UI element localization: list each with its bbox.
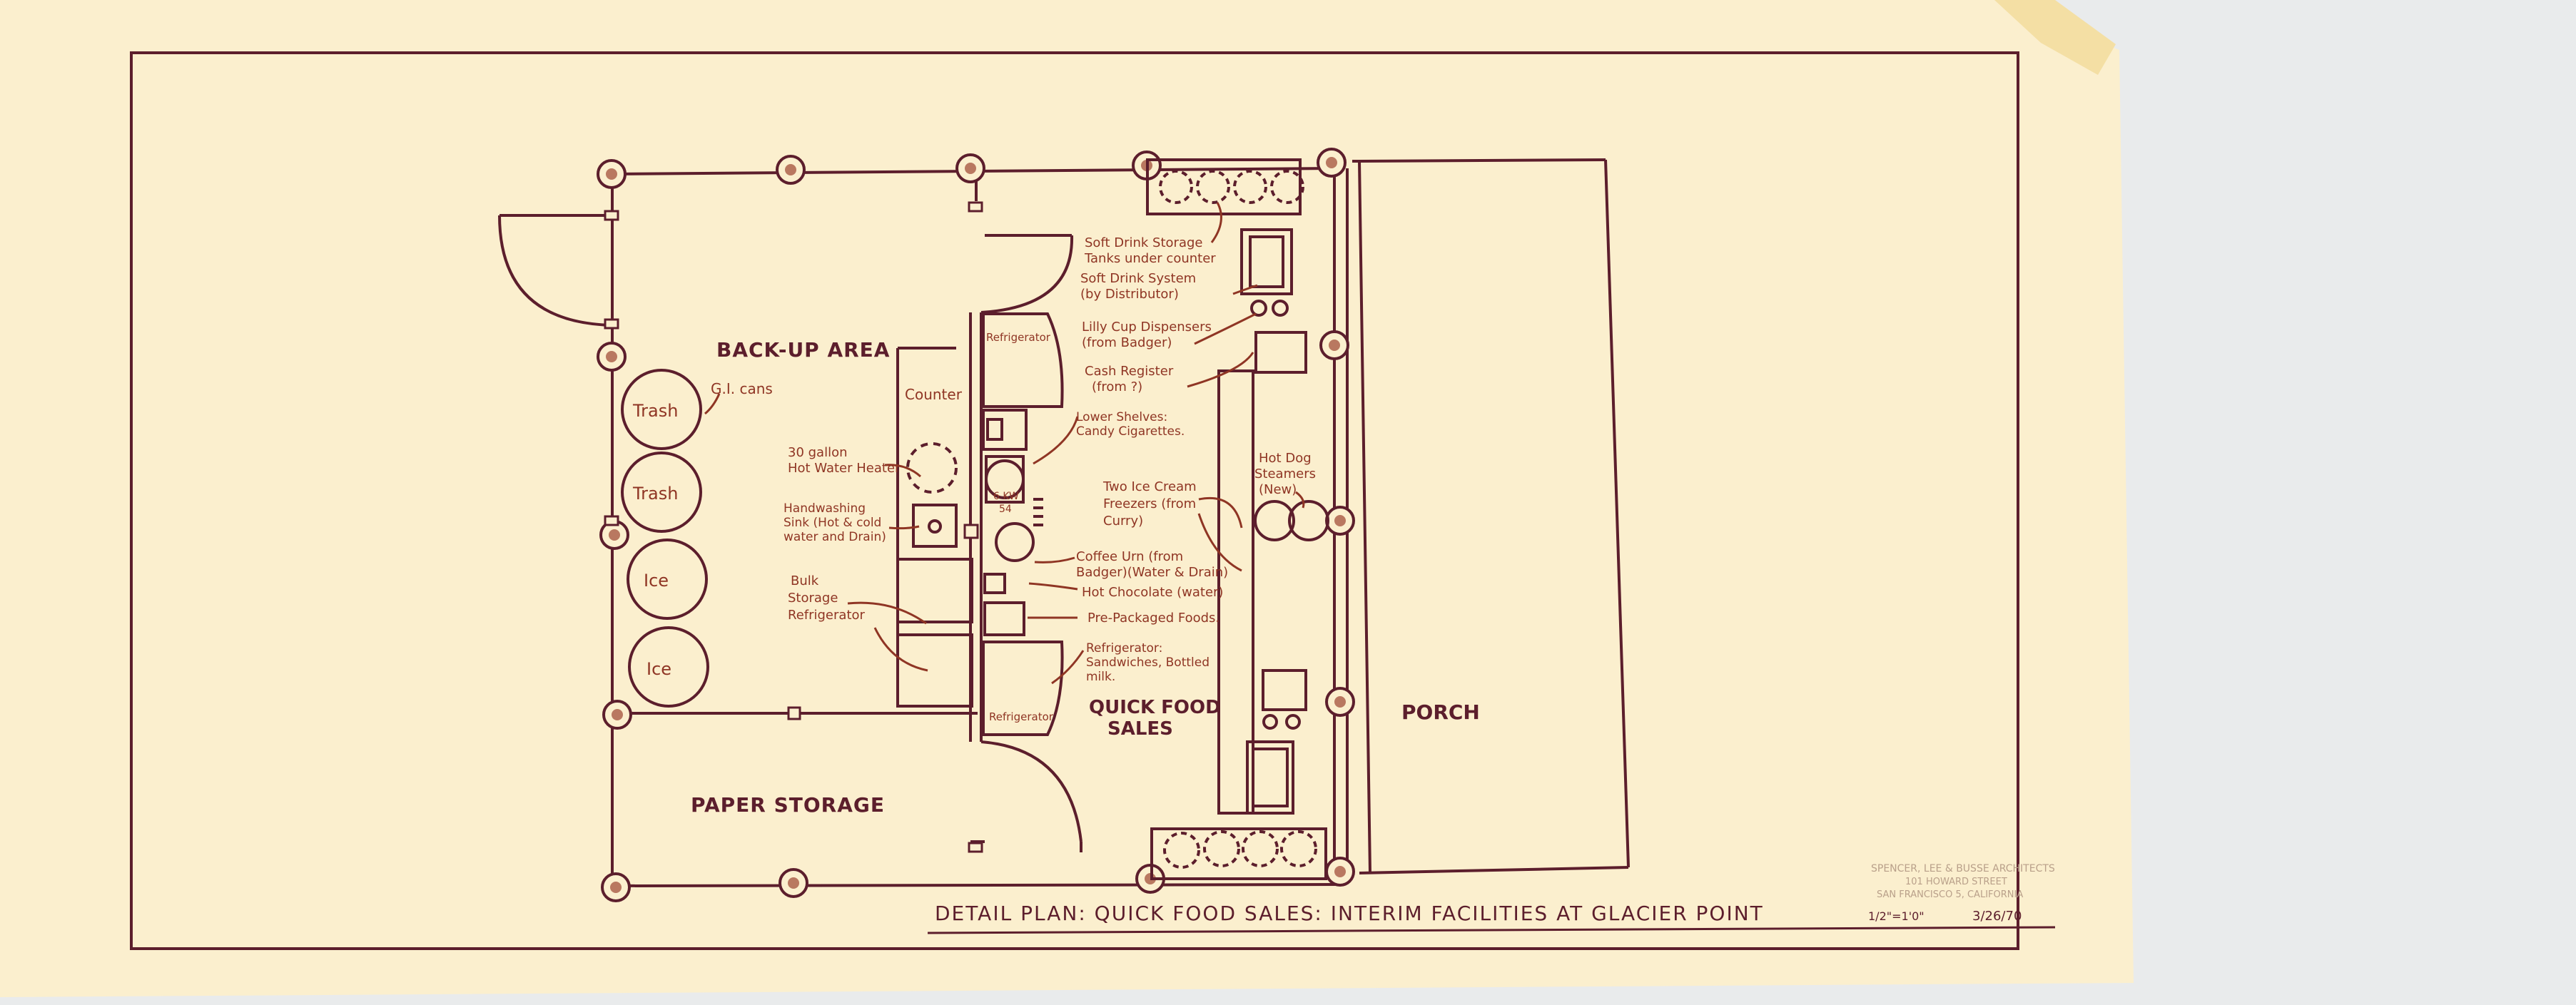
lower-shelves-label-2: Candy Cigarettes. (1076, 424, 1185, 439)
tracing-paper-sheet (0, 0, 2134, 997)
ice-cream-label-3: Curry) (1103, 514, 1143, 529)
counter-label: Counter (905, 386, 963, 403)
ice-label-2: Ice (646, 659, 671, 679)
room-label-backup: BACK-UP AREA (716, 338, 890, 362)
architect-stamp-line-3: SAN FRANCISCO 5, CALIFORNIA (1877, 889, 2023, 900)
architect-stamp-line-2: 101 HOWARD STREET (1905, 877, 2007, 887)
cash-register-label-1: Cash Register (1085, 364, 1174, 379)
handsink-label-2: Sink (Hot & cold (784, 516, 881, 530)
wall-posts (604, 201, 983, 853)
drawing-date: 3/26/70 (1972, 909, 2022, 924)
refrigerator-note-label-3: milk. (1086, 670, 1115, 684)
refrigerator-note-label-2: Sandwiches, Bottled (1086, 655, 1210, 670)
bulk-refrigerator-label-2: Storage (788, 591, 838, 606)
ice-label-1: Ice (644, 571, 669, 591)
refrigerator-label-top: Refrigerator (986, 331, 1051, 344)
coffee-urn-label-1: 6 KW (993, 491, 1019, 502)
ice-cream-label-1: Two Ice Cream (1102, 479, 1197, 494)
lower-shelves-label-1: Lower Shelves: (1076, 410, 1167, 424)
soft-drink-storage-label-1: Soft Drink Storage (1085, 235, 1202, 250)
hot-dog-label-2: Steamers (1254, 466, 1316, 481)
drawing-scale: 1/2"=1'0" (1868, 909, 1925, 923)
cash-register-label-2: (from ?) (1092, 379, 1142, 394)
hot-dog-label-3: (New) (1259, 482, 1297, 497)
bulk-refrigerator-label-1: Bulk (791, 573, 819, 588)
hot-chocolate-label: Hot Chocolate (water) (1082, 585, 1223, 600)
water-heater-label-2: Hot Water Heater (788, 461, 901, 476)
room-label-quick-food-2: SALES (1107, 718, 1173, 740)
pre-packaged-label: Pre-Packaged Foods. (1087, 611, 1219, 626)
soft-drink-system-label-1: Soft Drink System (1080, 271, 1196, 286)
drawing-title: DETAIL PLAN: QUICK FOOD SALES: INTERIM F… (935, 902, 1764, 925)
bulk-refrigerator-label-3: Refrigerator (788, 608, 866, 623)
folded-corner (1994, 0, 2116, 75)
room-label-quick-food-1: QUICK FOOD (1089, 697, 1221, 718)
coffee-urn-label-2: 54 (999, 504, 1012, 515)
room-label-porch: PORCH (1401, 700, 1480, 724)
gi-cans-label: G.I. cans (711, 380, 773, 397)
trash-ice-cans (621, 369, 709, 708)
coffee-label-1: Coffee Urn (from (1076, 549, 1183, 564)
lilly-cup-label-1: Lilly Cup Dispensers (1082, 320, 1212, 335)
architect-stamp-line-1: SPENCER, LEE & BUSSE ARCHITECTS (1871, 863, 2055, 874)
equipment-fixtures (896, 158, 1329, 880)
handsink-label-3: water and Drain) (784, 530, 886, 544)
door-swings (498, 214, 1082, 852)
trash-label-1: Trash (632, 401, 678, 421)
ice-cream-label-2: Freezers (from (1103, 496, 1196, 511)
coffee-label-2: Badger)(Water & Drain) (1076, 565, 1228, 580)
trash-label-2: Trash (632, 484, 678, 504)
soft-drink-system-label-2: (by Distributor) (1080, 287, 1179, 302)
structural-columns (597, 148, 1355, 902)
handsink-label-1: Handwashing (784, 501, 866, 516)
refrigerator-label-bottom: Refrigerator (989, 710, 1054, 723)
lilly-cup-label-2: (from Badger) (1082, 335, 1172, 350)
hot-dog-label-1: Hot Dog (1259, 451, 1312, 466)
soft-drink-storage-label-2: Tanks under counter (1084, 251, 1216, 266)
leader-arrows (704, 202, 1305, 685)
title-underline (927, 926, 2056, 934)
drawing-border (130, 51, 2019, 950)
water-heater-label-1: 30 gallon (788, 445, 848, 460)
room-label-paper-storage: PAPER STORAGE (691, 793, 885, 817)
refrigerator-note-label-1: Refrigerator: (1086, 641, 1162, 655)
